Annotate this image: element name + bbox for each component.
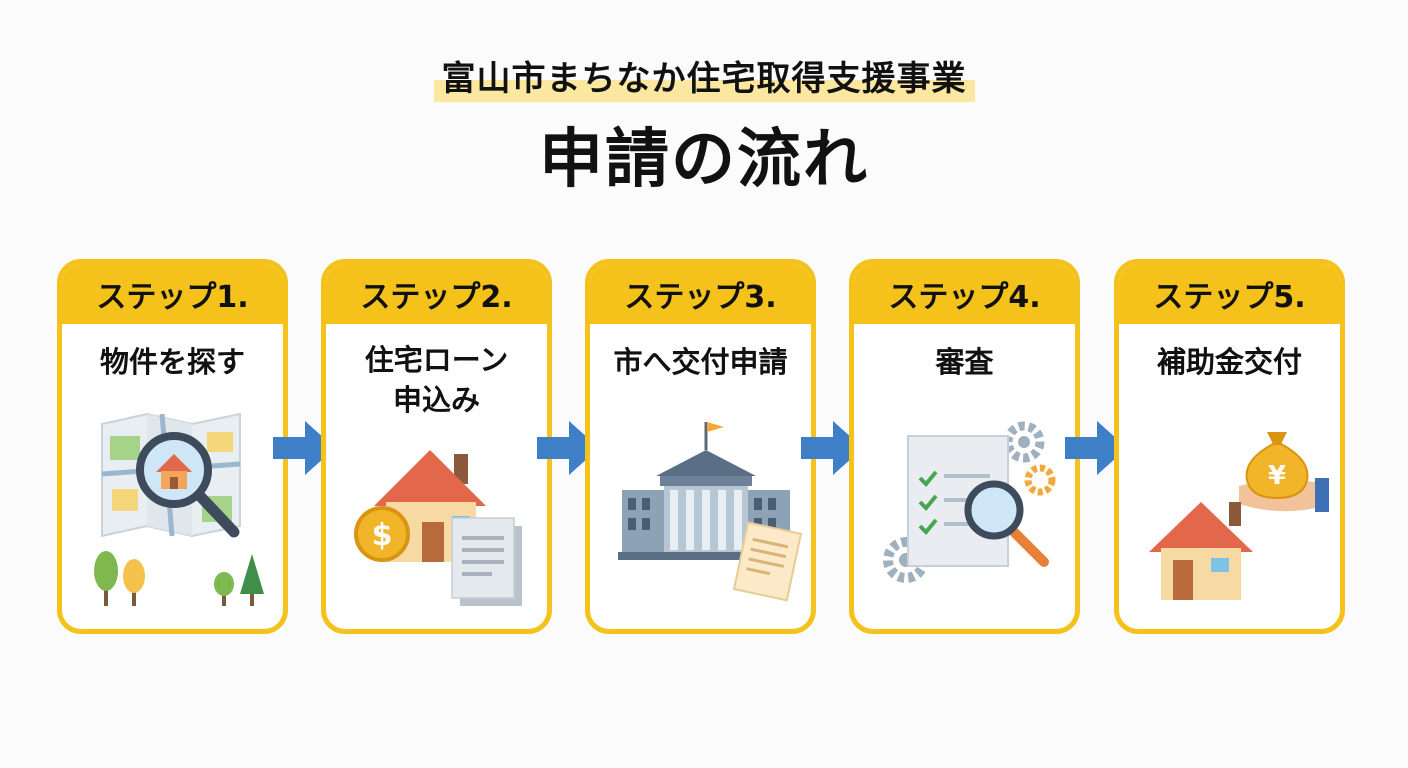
arrow-right-icon: [801, 421, 863, 475]
subsidy-payment-icon: ¥: [1149, 432, 1329, 600]
step-1-title: 物件を探す: [99, 345, 245, 379]
step-card-4: ステップ4. 審査: [849, 259, 1080, 634]
step-card-2: ステップ2. 住宅ローン 申込み $: [321, 259, 552, 634]
step-card-3: ステップ3. 市へ交付申請: [585, 259, 816, 634]
step-4-title: 審査: [935, 345, 994, 379]
map-search-icon: [94, 412, 264, 606]
step-5-title: 補助金交付: [1156, 345, 1302, 379]
coin-symbol: $: [372, 518, 393, 553]
house-coin-documents-icon: $: [354, 450, 522, 606]
subtitle-container: 富山市まちなか住宅取得支援事業: [0, 56, 1408, 102]
page-title: 申請の流れ: [539, 123, 869, 197]
page-subtitle: 富山市まちなか住宅取得支援事業: [433, 56, 975, 102]
step-3-header: ステップ3.: [590, 264, 811, 324]
city-hall-icon: [618, 422, 803, 602]
checklist-review-icon: [883, 421, 1056, 583]
step-4-header: ステップ4.: [854, 264, 1075, 324]
step-2-title: 住宅ローン 申込み: [364, 343, 509, 417]
step-card-1: ステップ1. 物件を探す: [57, 259, 288, 634]
step-5-header: ステップ5.: [1119, 264, 1340, 324]
arrow-right-icon: [537, 421, 599, 475]
step-2-header: ステップ2.: [326, 264, 547, 324]
step-1-header: ステップ1.: [62, 264, 283, 324]
arrow-right-icon: [1065, 421, 1127, 475]
step-card-5: ステップ5. 補助金交付 ¥: [1114, 259, 1345, 634]
arrow-right-icon: [273, 421, 335, 475]
step-3-title: 市へ交付申請: [613, 345, 788, 379]
yen-symbol: ¥: [1268, 461, 1286, 491]
